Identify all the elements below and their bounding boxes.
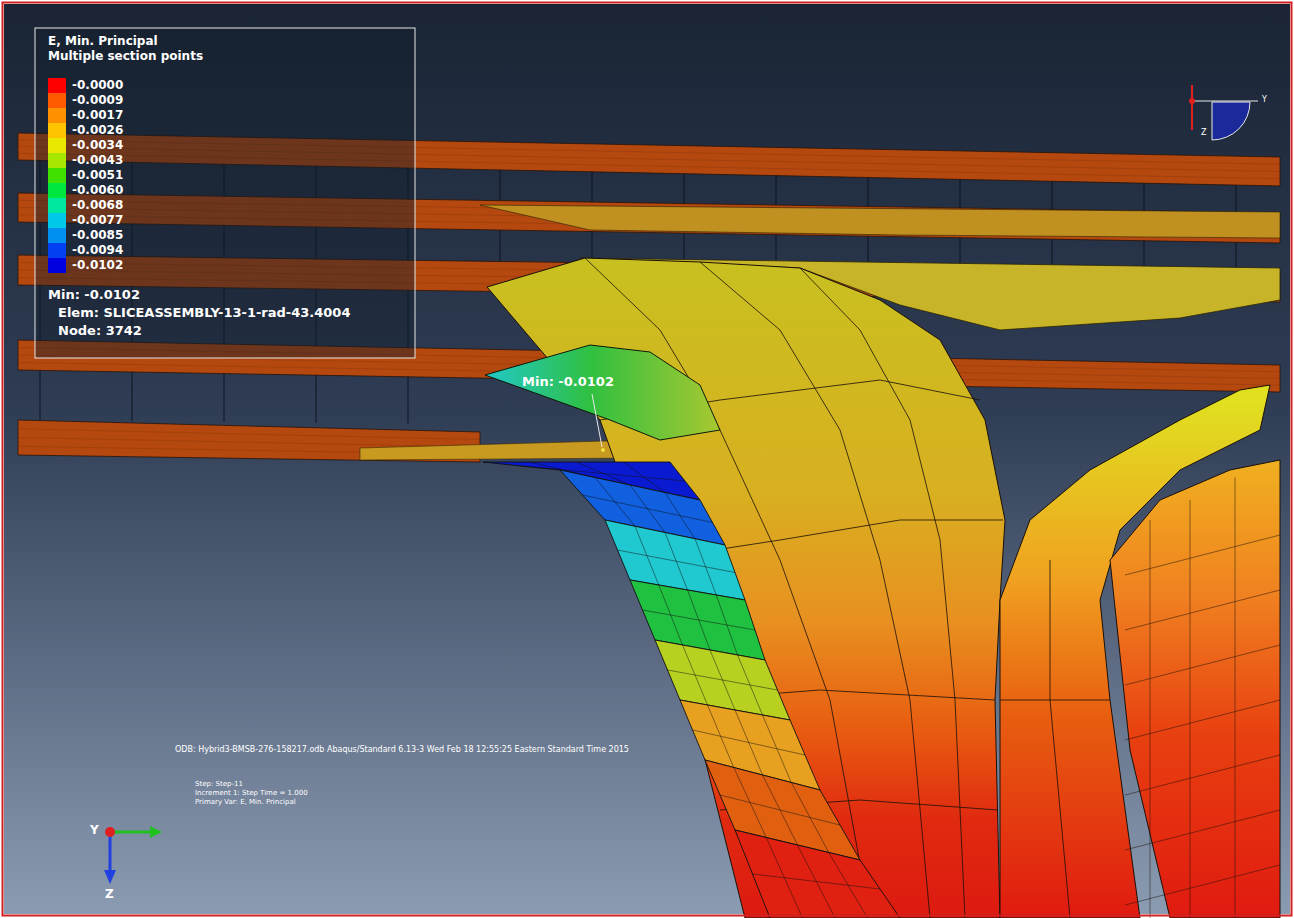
step-info: Step: Step-11 (195, 780, 243, 788)
legend-swatch (48, 123, 66, 138)
mesh-line (1150, 520, 1151, 918)
axis-label: Y (1262, 95, 1267, 104)
legend-value: -0.0094 (72, 243, 123, 258)
min-node-dot (601, 448, 605, 452)
legend-swatch (48, 213, 66, 228)
legend-swatch (48, 108, 66, 123)
legend-swatch (48, 93, 66, 108)
view-triad (1212, 102, 1250, 140)
odb-info: ODB: Hybrid3-BMSB-276-158217.odb Abaqus/… (175, 745, 629, 754)
mesh-line (522, 466, 686, 481)
legend-value: -0.0051 (72, 168, 123, 183)
axis-arrowhead (150, 826, 162, 838)
legend-value: -0.0026 (72, 123, 123, 138)
axis-x (1191, 85, 1193, 130)
mesh-line (316, 375, 317, 423)
axis-label: Z (105, 888, 114, 902)
variable-info: Primary Var: E, Min. Principal (195, 798, 296, 806)
axis-origin (105, 827, 115, 837)
mesh-line (693, 730, 806, 755)
shell-surface (735, 830, 900, 918)
legend-value: -0.0077 (72, 213, 123, 228)
axis-y (110, 831, 150, 834)
mesh-line (618, 550, 736, 573)
legend-subheading: Multiple section points (48, 50, 203, 64)
legend-value: -0.0060 (72, 183, 123, 198)
legend-swatch (48, 183, 66, 198)
element-id: Elem: SLICEASSEMBLY-13-1-rad-43.4004 (58, 306, 350, 321)
legend-value: -0.0009 (72, 93, 123, 108)
legend-value: -0.0043 (72, 153, 123, 168)
mesh-line (720, 795, 840, 825)
min-value: Min: -0.0102 (48, 288, 140, 303)
legend-swatch (48, 138, 66, 153)
axis-origin (1189, 98, 1195, 104)
legend-swatch (48, 78, 66, 93)
mesh-line (18, 438, 480, 448)
mesh-line (1125, 535, 1280, 575)
shell-surface (485, 345, 720, 440)
legend-value: -0.0017 (72, 108, 123, 123)
mesh-line (1190, 500, 1191, 918)
mesh-line (18, 429, 480, 440)
axis-arrowhead (104, 870, 116, 884)
legend-value: -0.0068 (72, 198, 123, 213)
mesh-line (1235, 478, 1236, 918)
legend-swatch (48, 228, 66, 243)
mesh-line (684, 174, 685, 204)
legend-swatch (48, 198, 66, 213)
legend-value: -0.0000 (72, 78, 123, 93)
mesh-line (1125, 590, 1280, 630)
legend-heading: E, Min. Principal (48, 35, 158, 49)
mesh-line (960, 179, 961, 208)
mesh-line (776, 176, 777, 205)
mesh-line (132, 372, 133, 421)
shell-surface (480, 205, 1280, 238)
increment-info: Increment 1: Step Time = 1.000 (195, 789, 308, 797)
mesh-line (668, 670, 778, 690)
mesh-line (753, 874, 881, 889)
mesh-line (592, 172, 593, 202)
axis-label: Y (90, 824, 99, 838)
axis-z (109, 832, 112, 870)
leader-line (592, 394, 602, 447)
axis-label: Z (1201, 128, 1206, 137)
mesh-line (583, 495, 713, 523)
mesh-line (1125, 700, 1280, 740)
mesh-line (643, 610, 756, 630)
mesh-line (1000, 700, 1110, 701)
mesh-line (1125, 810, 1280, 850)
mesh-line (1052, 181, 1053, 209)
node-id: Node: 3742 (58, 324, 142, 339)
mesh-line (1125, 755, 1280, 795)
mesh-line (1144, 183, 1145, 211)
mesh-line (1125, 865, 1280, 905)
mesh-line (868, 178, 869, 207)
min-callout: Min: -0.0102 (522, 375, 614, 390)
legend-swatch (48, 153, 66, 168)
legend-value: -0.0085 (72, 228, 123, 243)
mesh-line (224, 374, 225, 422)
plot-graphic (3, 3, 1292, 916)
mesh-line (1050, 560, 1070, 918)
mesh-line (40, 370, 41, 420)
legend-value: -0.0102 (72, 258, 123, 273)
mesh-line (1125, 645, 1280, 685)
mesh-line (500, 170, 501, 201)
legend-swatch (48, 258, 66, 273)
legend-swatch (48, 168, 66, 183)
shell-surface (1110, 460, 1280, 918)
legend-value: -0.0034 (72, 138, 123, 153)
shell-strip (360, 440, 640, 460)
mesh-line (408, 377, 409, 424)
plot-graphic (35, 28, 415, 358)
mesh-line (500, 230, 501, 261)
legend-swatch (48, 243, 66, 258)
axis-y (1192, 101, 1258, 102)
mesh-line (1236, 185, 1237, 212)
